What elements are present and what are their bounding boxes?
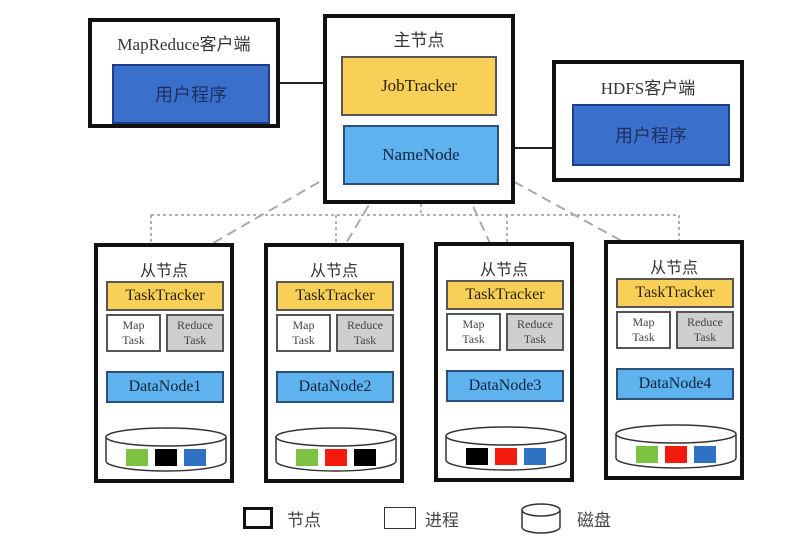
map-task-line1: Map	[122, 318, 145, 332]
data-block	[155, 449, 177, 466]
data-block	[694, 446, 716, 463]
reduce-task-line1: Reduce	[177, 318, 213, 332]
map-task-line1: Map	[632, 315, 655, 329]
legend-node-label: 节点	[287, 511, 321, 530]
map-task-line2: Task	[122, 333, 145, 347]
datanode-process[interactable]: DataNode1	[106, 371, 224, 403]
jobtracker-process[interactable]: JobTracker	[341, 56, 497, 116]
data-block	[184, 449, 206, 466]
master-node: 主节点 JobTracker NameNode	[323, 14, 515, 204]
mapreduce-client-node: MapReduce客户端 用户程序	[88, 18, 280, 128]
data-block	[636, 446, 658, 463]
datanode-process[interactable]: DataNode4	[616, 368, 734, 400]
map-task-line1: Map	[292, 318, 315, 332]
datanode-process[interactable]: DataNode2	[276, 371, 394, 403]
namenode-process[interactable]: NameNode	[343, 125, 499, 185]
reduce-task-process[interactable]: Reduce Task	[676, 311, 734, 349]
reduce-task-line1: Reduce	[347, 318, 383, 332]
tasktracker-process[interactable]: TaskTracker	[106, 281, 224, 311]
slave-node-3: 从节点 TaskTracker Map Task Reduce Task Dat…	[434, 242, 574, 482]
reduce-task-line1: Reduce	[687, 315, 723, 329]
tasktracker-process[interactable]: TaskTracker	[616, 278, 734, 308]
map-task-line1: Map	[462, 317, 485, 331]
slave-title: 从节点	[309, 263, 358, 280]
slave-node-4: 从节点 TaskTracker Map Task Reduce Task Dat…	[604, 240, 744, 480]
reduce-task-line1: Reduce	[517, 317, 553, 331]
legend-disk-icon	[521, 503, 561, 534]
slave-title: 从节点	[139, 263, 188, 280]
data-block	[325, 449, 347, 466]
data-block	[126, 449, 148, 466]
tasktracker-process[interactable]: TaskTracker	[276, 281, 394, 311]
hdfs-user-program[interactable]: 用户程序	[572, 104, 730, 166]
tasktracker-process[interactable]: TaskTracker	[446, 280, 564, 310]
reduce-task-line2: Task	[693, 330, 717, 344]
mapreduce-client-title: MapReduce客户端	[117, 35, 251, 54]
mapreduce-user-program[interactable]: 用户程序	[112, 64, 270, 124]
hdfs-client-node: HDFS客户端 用户程序	[552, 60, 744, 182]
reduce-task-line2: Task	[353, 333, 377, 347]
legend-disk-label: 磁盘	[577, 511, 611, 530]
slave-title: 从节点	[649, 260, 698, 277]
data-block	[296, 449, 318, 466]
data-block	[354, 449, 376, 466]
legend-process-label: 进程	[425, 511, 459, 530]
data-block	[665, 446, 687, 463]
slave-title: 从节点	[479, 262, 528, 279]
map-task-line2: Task	[462, 332, 485, 346]
legend-process-swatch	[384, 507, 416, 529]
map-task-process[interactable]: Map Task	[106, 314, 161, 352]
data-block	[524, 448, 546, 465]
map-task-process[interactable]: Map Task	[276, 314, 331, 352]
reduce-task-process[interactable]: Reduce Task	[336, 314, 394, 352]
hdfs-client-title: HDFS客户端	[600, 79, 696, 98]
master-title: 主节点	[393, 31, 445, 50]
reduce-task-line2: Task	[183, 333, 207, 347]
data-block	[495, 448, 517, 465]
datanode-process[interactable]: DataNode3	[446, 370, 564, 402]
map-task-process[interactable]: Map Task	[446, 313, 501, 351]
legend-node-swatch	[243, 507, 273, 529]
slave-node-2: 从节点 TaskTracker Map Task Reduce Task Dat…	[264, 243, 404, 483]
slave-node-1: 从节点 TaskTracker Map Task Reduce Task Dat…	[94, 243, 234, 483]
map-task-process[interactable]: Map Task	[616, 311, 671, 349]
reduce-task-process[interactable]: Reduce Task	[506, 313, 564, 351]
map-task-line2: Task	[632, 330, 655, 344]
data-block	[466, 448, 488, 465]
map-task-line2: Task	[292, 333, 315, 347]
reduce-task-line2: Task	[523, 332, 547, 346]
reduce-task-process[interactable]: Reduce Task	[166, 314, 224, 352]
